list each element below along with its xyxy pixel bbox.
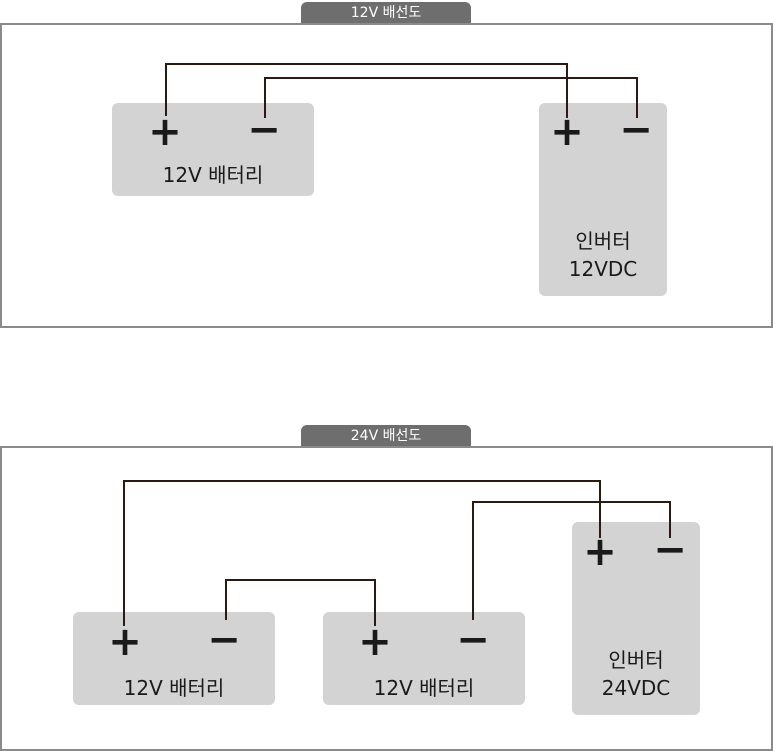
diagram-12v-inverter-plus: + [550, 109, 584, 155]
diagram-12v-title-tab: 12V 배선도 [301, 2, 471, 24]
wire-24v-negative [472, 501, 671, 620]
diagram-24v-battery-2-minus: − [456, 617, 490, 663]
diagram-12v-inverter [539, 103, 667, 296]
diagram-24v-battery-2 [323, 612, 525, 705]
diagram-24v-title: 24V 배선도 [350, 428, 422, 444]
diagram-24v-inverter-plus: + [583, 529, 617, 575]
diagram-24v-inverter-label-1: 인버터 [608, 648, 664, 672]
diagram-24v-title-tab: 24V 배선도 [301, 425, 471, 447]
diagram-12v-battery-plus: + [148, 109, 182, 155]
wire-12v-positive [165, 63, 568, 118]
diagram-24v-inverter-label-2: 24VDC [601, 676, 671, 700]
diagram-24v-battery-1 [73, 612, 275, 705]
diagram-24v-battery-1-minus: − [207, 617, 241, 663]
wire-24v-series-link [225, 579, 376, 626]
wire-24v-positive [123, 480, 601, 626]
diagram-24v-inverter [572, 522, 700, 715]
diagram-12v-inverter-label-2: 12VDC [568, 257, 638, 281]
diagram-12v-title: 12V 배선도 [350, 5, 422, 21]
wire-12v-negative [264, 77, 638, 118]
diagram-24v-battery-2-label: 12V 배터리 [373, 676, 475, 700]
diagram-24v-battery-1-plus: + [108, 619, 142, 665]
diagram-24v-battery-2-plus: + [358, 619, 392, 665]
diagram-24v-battery-1-label: 12V 배터리 [123, 676, 225, 700]
diagram-12v-battery-minus: − [247, 107, 281, 153]
diagram-12v-battery [112, 103, 314, 196]
diagram-12v-inverter-label-1: 인버터 [575, 229, 631, 253]
diagram-12v-inverter-minus: − [619, 107, 653, 153]
diagram-12v-battery-label: 12V 배터리 [162, 163, 264, 187]
